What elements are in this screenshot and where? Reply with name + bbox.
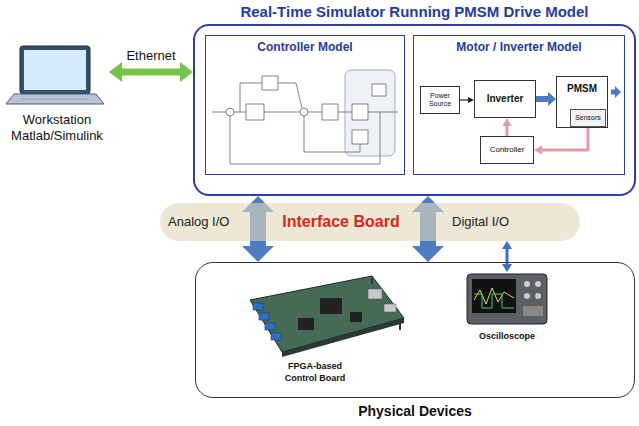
terminal-block	[253, 303, 263, 310]
block-diagram	[212, 70, 398, 164]
feedback-wire	[230, 112, 380, 164]
signal-wire	[308, 112, 322, 113]
workstation: Workstation Matlab/Simulink	[5, 38, 109, 144]
block-box: Controller	[480, 136, 534, 164]
model-box: Controller Model	[205, 35, 405, 175]
model-title: Motor / Inverter Model	[414, 40, 624, 54]
block-label: Controller	[490, 145, 525, 154]
laptop-keys	[22, 99, 88, 100]
block-box: PMSM Sensors	[556, 76, 608, 128]
ic-chip	[350, 312, 362, 322]
gain-block	[372, 84, 386, 96]
laptop-bezel	[20, 46, 90, 94]
label-holder: Ethernet	[126, 48, 175, 64]
sum-junction	[300, 108, 308, 116]
io-label: Digital I/O	[452, 214, 509, 230]
terminal-block	[271, 333, 281, 340]
terminal-block	[259, 313, 269, 320]
panel-title: Real-Time Simulator Running PMSM Drive M…	[193, 2, 636, 22]
standoff	[371, 278, 373, 284]
sensor-box: Sensors	[570, 109, 606, 127]
device: FPGA-based Control Board	[240, 268, 410, 388]
scope-screen	[472, 279, 516, 313]
output-arrow	[611, 90, 615, 95]
ic-chip	[298, 318, 314, 330]
label-holder: Digital I/O	[452, 214, 509, 230]
device: Oscilloscope	[462, 272, 552, 342]
block-label: Sensors	[575, 114, 601, 122]
block-label: Inverter	[487, 93, 524, 105]
plant-region	[345, 70, 395, 156]
gain-block	[262, 76, 278, 90]
model-box: Motor / Inverter ModelPower Source Invert…	[413, 35, 625, 175]
label-holder: Analog I/O	[168, 214, 229, 230]
block-box: Power Source	[420, 86, 460, 114]
connector	[542, 127, 588, 150]
device-label: FPGA-based Control Board	[275, 360, 355, 384]
band-title: Interface Board	[282, 212, 399, 232]
scope-knob	[524, 293, 530, 299]
scope-knob	[535, 281, 541, 287]
devices-panel: Physical Devices FPGA-based Control Board…	[195, 262, 635, 420]
fpga-board	[250, 276, 404, 352]
signal-wire	[212, 112, 226, 113]
connector	[368, 289, 382, 299]
waveform	[474, 288, 514, 304]
sum-junction	[226, 108, 234, 116]
connector	[506, 126, 509, 136]
fpga-chip	[320, 298, 342, 314]
feedback-wire	[304, 116, 360, 152]
io-label: Analog I/O	[168, 214, 229, 230]
scope-buttons	[523, 306, 543, 316]
connector	[536, 96, 548, 102]
scope-knob	[535, 293, 541, 299]
standoff	[399, 323, 401, 330]
waveform	[474, 294, 514, 308]
signal-wire	[338, 112, 352, 113]
signal-wire	[278, 83, 302, 108]
block-label: Power Source	[424, 92, 456, 108]
gain-block	[246, 104, 264, 120]
signal-wire	[264, 112, 300, 113]
devices-border	[195, 262, 635, 398]
signal-wire	[368, 112, 398, 113]
connector	[460, 99, 468, 100]
output-arrowhead	[615, 86, 621, 98]
scope-body	[467, 274, 547, 324]
model-title: Controller Model	[206, 40, 404, 54]
scope-knob	[524, 281, 530, 287]
workstation-label: Workstation Matlab/Simulink	[5, 112, 109, 144]
block-box: Inverter	[474, 80, 536, 118]
block-label: PMSM	[567, 83, 597, 95]
laptop-base	[6, 94, 104, 104]
laptop-screen	[24, 50, 86, 90]
panel-title: Physical Devices	[195, 403, 635, 419]
gain-block	[352, 130, 368, 144]
gain-block	[352, 104, 368, 120]
signal-wire	[240, 83, 262, 112]
device-label: Oscilloscope	[462, 330, 552, 342]
simulator-panel: Real-Time Simulator Running PMSM Drive M…	[193, 2, 636, 196]
terminal-block	[265, 323, 275, 330]
gain-block	[322, 104, 338, 120]
connector	[122, 69, 180, 76]
edge-label: Ethernet	[126, 48, 175, 64]
connector	[384, 304, 396, 312]
